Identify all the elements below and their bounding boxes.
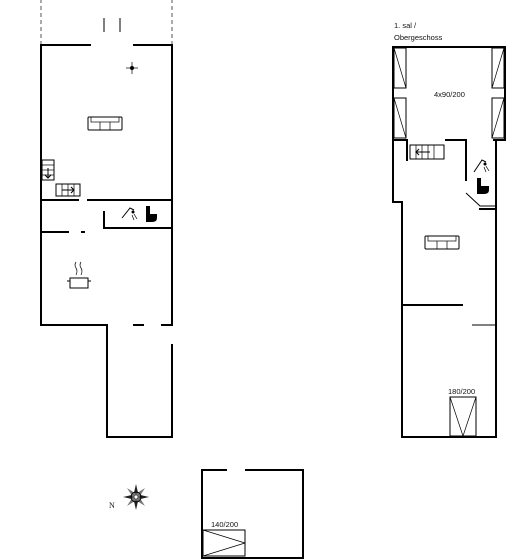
- bed-180-label: 180/200: [448, 387, 475, 396]
- annex: 140/200: [201, 469, 304, 559]
- upper-floor-outer-wall: [392, 46, 506, 438]
- upper-floor-title-line1: 1. sal /: [394, 21, 417, 30]
- ground-floor-outer-wall-top-right: [133, 44, 173, 326]
- annex-bed-label: 140/200: [211, 520, 238, 529]
- shower-icon: [121, 207, 138, 221]
- stairs-icon: [41, 159, 81, 197]
- compass-rose-icon: [123, 484, 149, 510]
- bed-icon: [202, 529, 246, 557]
- sofa-icon: [424, 235, 460, 250]
- bed-icon: [393, 47, 505, 139]
- toilet-icon: [477, 178, 489, 194]
- upper-floor: 1. sal / Obergeschoss 4x90/200: [392, 21, 506, 438]
- ground-floor: [40, 0, 173, 438]
- cooking-pot-icon: [67, 261, 91, 289]
- sun-mark: [126, 62, 138, 74]
- bed-icon: [449, 396, 477, 437]
- stairs-icon: [409, 144, 445, 160]
- front-door: [103, 18, 121, 32]
- sofa-icon: [87, 116, 123, 131]
- upper-floor-title-line2: Obergeschoss: [394, 33, 443, 42]
- ground-floor-outer-wall: [40, 44, 173, 438]
- north-label: N: [109, 501, 115, 510]
- annex-outer-wall: [201, 469, 304, 559]
- toilet-icon: [146, 206, 157, 222]
- bathroom-wall: [103, 199, 173, 229]
- shower-icon: [473, 159, 490, 173]
- bedroom-beds-label: 4x90/200: [434, 90, 465, 99]
- terrace-outline: [40, 0, 173, 45]
